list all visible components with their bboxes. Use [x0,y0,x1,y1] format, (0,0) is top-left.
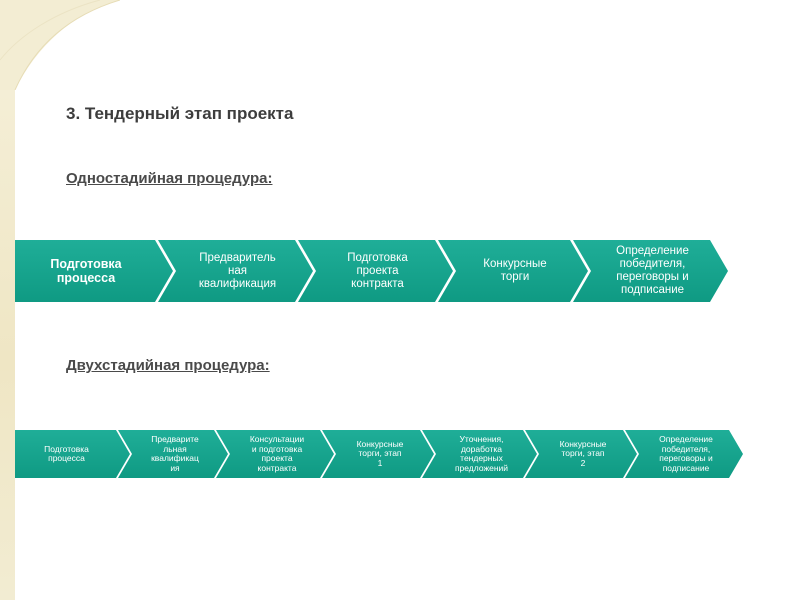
two-stage-step-2: Предварите льная квалификац ия [118,430,228,478]
two-stage-step-4: Конкурсные торги, этап 1 [322,430,434,478]
two-stage-step-7: Определение победителя, переговоры и под… [625,430,743,478]
two-stage-heading: Двухстадийная процедура: [66,357,270,374]
one-stage-step-3: Подготовка проекта контракта [298,240,453,302]
one-stage-step-4: Конкурсные торги [438,240,588,302]
page-title: 3. Тендерный этап проекта [66,104,294,123]
one-stage-flow: Подготовка процесса Предваритель ная ква… [0,240,800,302]
one-stage-step-2: Предваритель ная квалификация [158,240,313,302]
two-stage-flow: Подготовка процесса Предварите льная ква… [0,430,800,478]
one-stage-step-1: Подготовка процесса [15,240,173,302]
left-decorative-band [0,0,15,600]
two-stage-step-6: Конкурсные торги, этап 2 [525,430,637,478]
two-stage-step-5: Уточнения, доработка тендерных предложен… [422,430,537,478]
two-stage-step-3: Консультации и подготовка проекта контра… [216,430,334,478]
one-stage-heading: Одностадийная процедура: [66,170,273,187]
two-stage-step-1: Подготовка процесса [15,430,130,478]
one-stage-step-5: Определение победителя, переговоры и под… [573,240,728,302]
corner-decoration [0,0,120,90]
